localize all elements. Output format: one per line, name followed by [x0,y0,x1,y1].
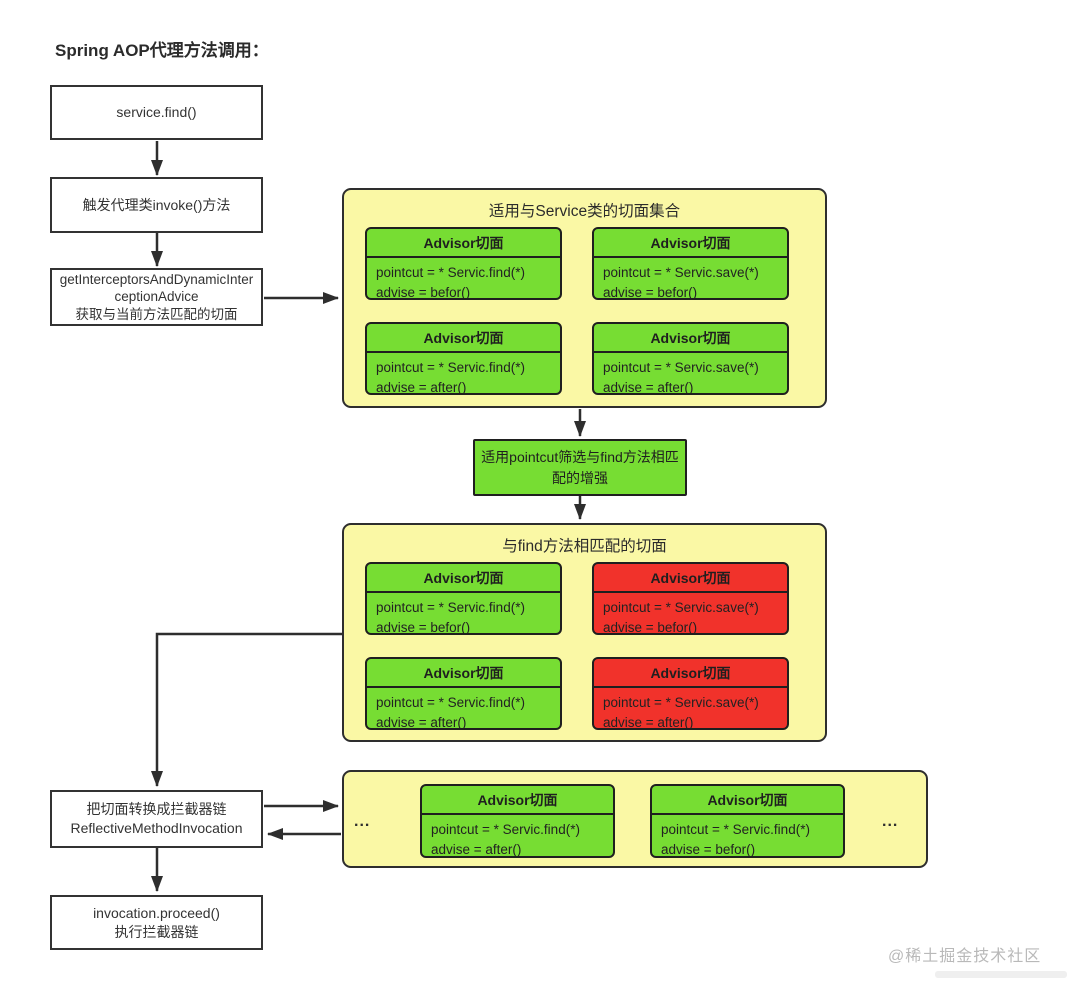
container-matched-aspects: 与find方法相匹配的切面 Advisor切面 pointcut = * Ser… [342,523,827,742]
advisor-card-body: pointcut = * Servic.find(*) advise = bef… [367,593,560,635]
faint-watermark-line [935,971,1067,978]
advisor-advise: advise = befor() [376,620,471,635]
advisor-card-header: Advisor切面 [594,324,787,353]
container-service-aspects: 适用与Service类的切面集合 Advisor切面 pointcut = * … [342,188,827,408]
flow-box-build-chain: 把切面转换成拦截器链 ReflectiveMethodInvocation [50,790,263,848]
advisor-pointcut: pointcut = * Servic.find(*) [376,360,525,375]
flow-box-label-line2: ReflectiveMethodInvocation [70,820,243,836]
advisor-card-header: Advisor切面 [594,659,787,688]
advisor-pointcut: pointcut = * Servic.save(*) [603,600,759,615]
advisor-card-header: Advisor切面 [367,324,560,353]
advisor-card-header: Advisor切面 [652,786,843,815]
advisor-advise: advise = befor() [376,285,471,300]
advisor-advise: advise = after() [603,715,694,730]
flow-box-label: service.find() [116,104,197,121]
advisor-card-body: pointcut = * Servic.find(*) advise = bef… [367,258,560,300]
advisor-card-header: Advisor切面 [594,229,787,258]
flow-box-label-line1: getInterceptorsAndDynamicInterceptionAdv… [59,272,254,305]
chain-ellipsis-left: ... [354,813,371,830]
advisor-card: Advisor切面 pointcut = * Servic.find(*) ad… [365,657,562,730]
advisor-card: Advisor切面 pointcut = * Servic.find(*) ad… [365,562,562,635]
flow-box-label-line2: 获取与当前方法匹配的切面 [75,306,238,322]
advisor-advise: advise = after() [376,380,467,395]
advisor-card-body: pointcut = * Servic.find(*) advise = aft… [367,688,560,730]
container-interceptor-chain: ... Advisor切面 pointcut = * Servic.find(*… [342,770,928,868]
flow-box-label-line2: 执行拦截器链 [114,923,199,940]
filter-step-box: 适用pointcut筛选与find方法相匹配的增强 [473,439,687,496]
advisor-advise: advise = befor() [603,620,698,635]
flow-box-label-line1: 把切面转换成拦截器链 [86,801,227,818]
advisor-card-body: pointcut = * Servic.find(*) advise = aft… [367,353,560,395]
advisor-advise: advise = befor() [661,842,756,858]
arrow-matched-to-build-chain [151,632,342,787]
flow-box-service-find: service.find() [50,85,263,140]
container-title: 适用与Service类的切面集合 [488,203,681,220]
advisor-pointcut: pointcut = * Servic.find(*) [376,265,525,280]
filter-step-label: 适用pointcut筛选与find方法相匹配的增强 [481,449,679,486]
flow-box-get-interceptors: getInterceptorsAndDynamicInterceptionAdv… [50,268,263,326]
advisor-advise: advise = after() [431,842,522,858]
advisor-pointcut: pointcut = * Servic.find(*) [661,822,810,837]
advisor-card: Advisor切面 pointcut = * Servic.save(*) ad… [592,657,789,730]
advisor-card-body: pointcut = * Servic.save(*) advise = aft… [594,688,787,730]
advisor-pointcut: pointcut = * Servic.find(*) [431,822,580,837]
container-title: 与find方法相匹配的切面 [502,538,667,555]
advisor-card-body: pointcut = * Servic.save(*) advise = bef… [594,593,787,635]
advisor-card: Advisor切面 pointcut = * Servic.save(*) ad… [592,322,789,395]
advisor-card-header: Advisor切面 [367,659,560,688]
advisor-card-header: Advisor切面 [594,564,787,593]
advisor-pointcut: pointcut = * Servic.save(*) [603,265,759,280]
advisor-card: Advisor切面 pointcut = * Servic.save(*) ad… [592,562,789,635]
advisor-pointcut: pointcut = * Servic.save(*) [603,695,759,710]
advisor-card-header: Advisor切面 [367,564,560,593]
advisor-card: Advisor切面 pointcut = * Servic.find(*) ad… [365,227,562,300]
chain-ellipsis-right: ... [882,813,899,830]
advisor-advise: advise = after() [603,380,694,395]
advisor-card-body: pointcut = * Servic.save(*) advise = aft… [594,353,787,395]
advisor-advise: advise = befor() [603,285,698,300]
flow-box-label: 触发代理类invoke()方法 [82,196,231,213]
advisor-card: Advisor切面 pointcut = * Servic.find(*) ad… [365,322,562,395]
advisor-card-body: pointcut = * Servic.find(*) advise = aft… [422,815,613,858]
page-title: Spring AOP代理方法调用： [55,41,269,60]
advisor-card-header: Advisor切面 [422,786,613,815]
advisor-card-body: pointcut = * Servic.find(*) advise = bef… [652,815,843,858]
advisor-card: Advisor切面 pointcut = * Servic.save(*) ad… [592,227,789,300]
advisor-card-header: Advisor切面 [367,229,560,258]
advisor-card: Advisor切面 pointcut = * Servic.find(*) ad… [420,784,615,858]
advisor-card: Advisor切面 pointcut = * Servic.find(*) ad… [650,784,845,858]
flow-box-label-line1: invocation.proceed() [93,904,220,921]
advisor-pointcut: pointcut = * Servic.find(*) [376,600,525,615]
advisor-pointcut: pointcut = * Servic.find(*) [376,695,525,710]
flow-box-invoke: 触发代理类invoke()方法 [50,177,263,233]
advisor-card-body: pointcut = * Servic.save(*) advise = bef… [594,258,787,300]
advisor-advise: advise = after() [376,715,467,730]
advisor-pointcut: pointcut = * Servic.save(*) [603,360,759,375]
flow-box-proceed: invocation.proceed() 执行拦截器链 [50,895,263,950]
watermark: @稀土掘金技术社区 [888,948,1042,965]
